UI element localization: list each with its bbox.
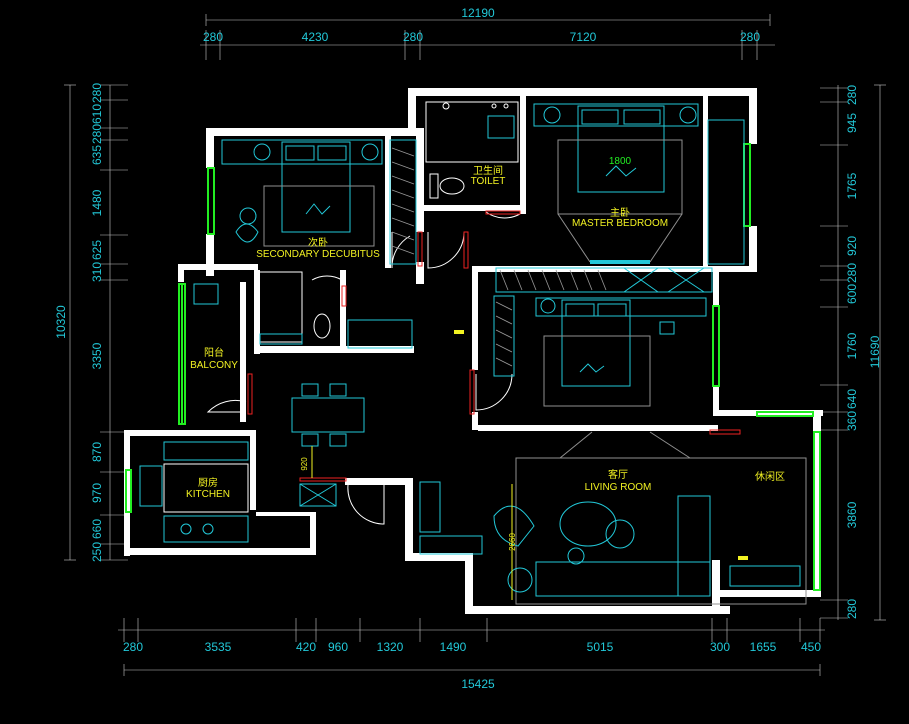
dim-left-12: 250 (90, 542, 104, 562)
dim-right-3: 1765 (845, 172, 859, 199)
balcony-label-cn: 阳台 (204, 346, 224, 359)
secondary-label-cn: 次卧 (308, 236, 328, 249)
dim-bottom-7: 5015 (587, 640, 614, 654)
dim-bottom-10: 450 (801, 640, 821, 654)
dim-bottom-5: 1320 (377, 640, 404, 654)
dim-top-5: 280 (740, 30, 760, 44)
dim-right-4: 920 (845, 236, 859, 256)
living-label-cn: 客厅 (608, 468, 628, 481)
dim-left-7: 310 (90, 262, 104, 282)
dim-top-total: 12190 (461, 6, 495, 20)
bed-size-annotation: 1800 (609, 156, 632, 167)
dim-bottom-total: 15425 (461, 677, 495, 691)
secondary-label-en: SECONDARY DECUBITUS (256, 249, 380, 260)
dim-left-3: 280 (90, 124, 104, 144)
table-dim-annotation: 920 (300, 457, 309, 471)
dim-bottom-9: 1655 (750, 640, 777, 654)
dim-left-1: 280 (90, 83, 104, 103)
dimension-lines (64, 14, 886, 676)
dim-right-10: 3860 (845, 501, 859, 528)
dim-bottom-3: 420 (296, 640, 316, 654)
dim-bottom-4: 960 (328, 640, 348, 654)
dim-right-7: 1760 (845, 332, 859, 359)
dim-left-5: 1480 (90, 189, 104, 216)
dim-bottom-1: 280 (123, 640, 143, 654)
room-labels: 卫生间 TOILET 主卧 MASTER BEDROOM 1800 次卧 SEC… (186, 156, 785, 560)
leisure-label-cn: 休闲区 (755, 470, 785, 483)
marker (738, 556, 748, 560)
dim-left-10: 970 (90, 483, 104, 503)
dim-left-6: 625 (90, 240, 104, 260)
furniture (139, 101, 807, 605)
dim-top-3: 280 (403, 30, 423, 44)
dim-right-8: 640 (845, 389, 859, 409)
dim-right-total: 11690 (868, 335, 882, 368)
dim-left-total: 10320 (54, 305, 68, 339)
toilet-label-cn: 卫生间 (473, 164, 503, 177)
master-label-cn: 主卧 (610, 206, 630, 219)
kitchen-label-cn: 厨房 (198, 476, 218, 489)
dim-bottom-6: 1490 (440, 640, 467, 654)
balcony-label-en: BALCONY (190, 360, 238, 371)
sofa-dim-annotation: 2660 (508, 533, 517, 551)
dim-left-2: 610 (90, 104, 104, 124)
dim-right-2: 945 (845, 113, 859, 133)
walls (124, 88, 823, 614)
kitchen-label-en: KITCHEN (186, 489, 230, 500)
doors (206, 210, 741, 525)
dim-bottom-8: 300 (710, 640, 730, 654)
dim-top-1: 280 (203, 30, 223, 44)
dim-top-2: 4230 (302, 30, 329, 44)
dim-left-9: 870 (90, 442, 104, 462)
master-label-en: MASTER BEDROOM (572, 218, 668, 229)
toilet-label-en: TOILET (471, 176, 506, 187)
dim-top-4: 7120 (570, 30, 597, 44)
dim-right-5: 280 (845, 263, 859, 283)
windows (125, 143, 821, 591)
dim-left-11: 660 (90, 519, 104, 539)
dim-left-8: 3350 (90, 342, 104, 369)
dim-right-9: 360 (845, 411, 859, 431)
dim-right-6: 600 (845, 284, 859, 304)
dim-left-4: 635 (90, 145, 104, 165)
dim-bottom-2: 3535 (205, 640, 232, 654)
marker (454, 330, 464, 334)
living-label-en: LIVING ROOM (585, 482, 652, 493)
dim-right-11: 280 (845, 599, 859, 619)
dimension-text: 12190 280 4230 280 7120 280 280 3535 420… (54, 6, 882, 691)
dim-right-1: 280 (845, 85, 859, 105)
